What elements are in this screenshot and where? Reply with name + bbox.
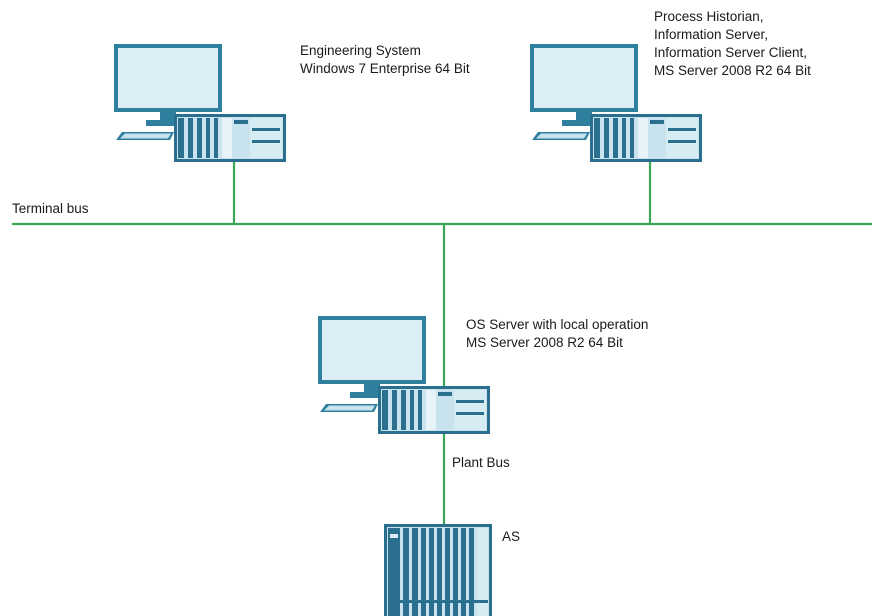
terminal-bus-label: Terminal bus (12, 201, 89, 216)
engineering-label-line-1: Engineering System (300, 43, 421, 58)
historian-label-line-2: Information Server, (654, 27, 769, 42)
terminal-bus-line (12, 160, 872, 388)
automation-system-icon (384, 524, 492, 616)
engineering-label-line-2: Windows 7 Enterprise 64 Bit (300, 61, 470, 76)
as-label-line-1: AS (502, 529, 521, 544)
historian-label-line-4: MS Server 2008 R2 64 Bit (654, 63, 811, 78)
engineering-system-label: Engineering System Windows 7 Enterprise … (300, 42, 470, 78)
as-label: AS (502, 528, 520, 546)
os-server-label: OS Server with local operation MS Server… (466, 316, 648, 352)
os-server-label-line-1: OS Server with local operation (466, 317, 649, 332)
plant-bus-label: Plant Bus (452, 455, 510, 470)
os-server-workstation-icon (318, 316, 490, 434)
os-server-label-line-2: MS Server 2008 R2 64 Bit (466, 335, 623, 350)
engineering-workstation-icon (114, 44, 286, 162)
historian-label: Process Historian, Information Server, I… (654, 8, 811, 80)
historian-label-line-3: Information Server Client, (654, 45, 808, 60)
historian-label-line-1: Process Historian, (654, 9, 764, 24)
